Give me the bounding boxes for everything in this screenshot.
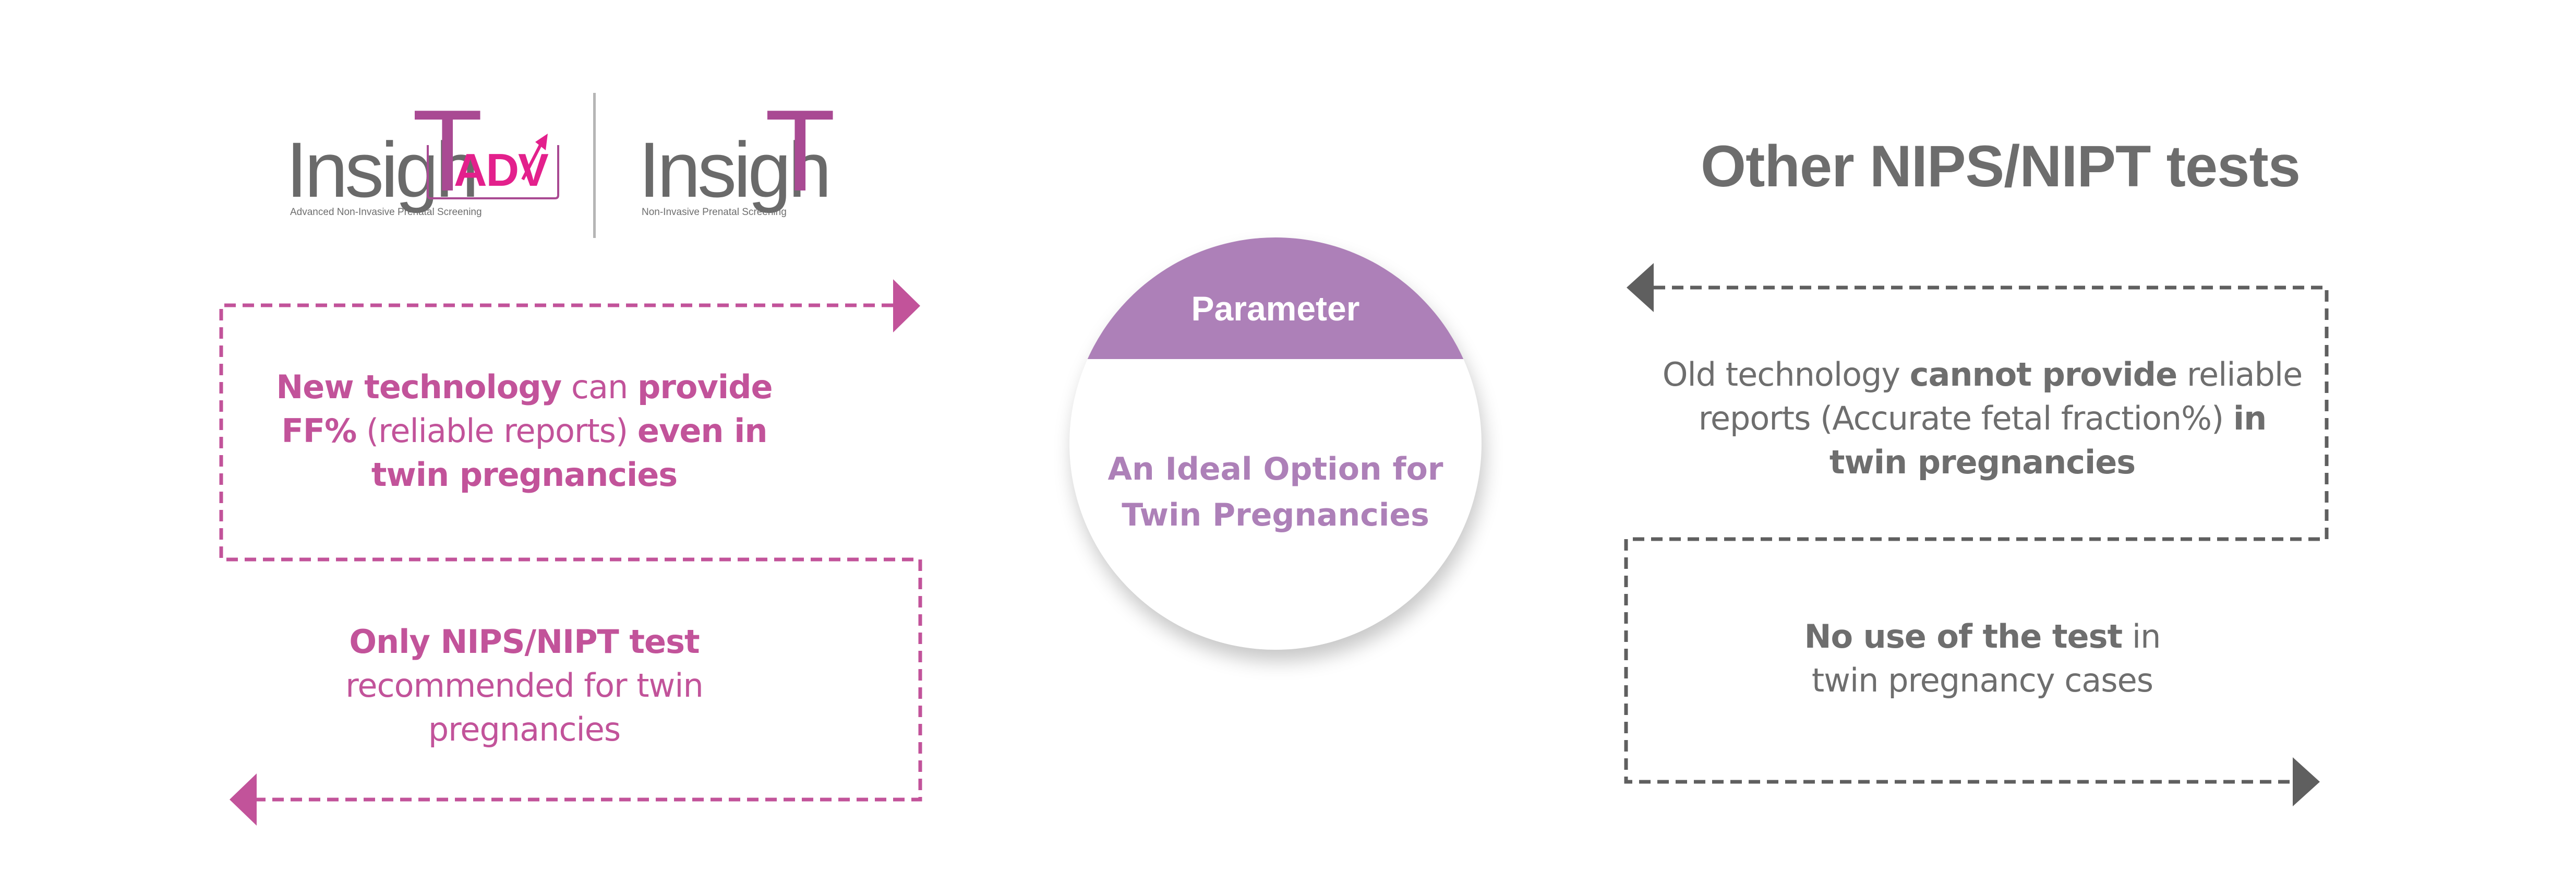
right-box1-line3: twin pregnancies xyxy=(1829,443,2136,481)
left-box2-line2: recommended for twin xyxy=(345,666,704,705)
adv-badge-label: ADV xyxy=(454,144,549,196)
insight-adv-tagline: Advanced Non-Invasive Prenatal Screening xyxy=(290,207,482,218)
parameter-label: Parameter xyxy=(1191,289,1360,328)
right-box1-line1: Old technology cannot provide reliable xyxy=(1662,355,2303,394)
right-box2-text: No use of the test in twin pregnancy cas… xyxy=(1643,615,2321,702)
insight-logo-t: T xyxy=(765,86,836,216)
left-connector xyxy=(219,303,922,802)
right-arrow-right-icon xyxy=(2293,757,2320,806)
adv-badge-frame xyxy=(427,134,559,199)
insight-logo-word: Insigh xyxy=(639,126,832,213)
left-box1-line3: twin pregnancies xyxy=(371,456,678,494)
right-connector xyxy=(1624,285,2329,784)
parameter-description: An Ideal Option for Twin Pregnancies xyxy=(1069,446,1482,538)
left-arrow-left-icon xyxy=(230,773,257,826)
other-tests-heading: Other NIPS/NIPT tests xyxy=(1701,134,2301,199)
parameter-description-line2: Twin Pregnancies xyxy=(1122,497,1429,533)
right-box2-line2: twin pregnancy cases xyxy=(1811,661,2153,699)
logo-divider xyxy=(593,93,596,238)
right-box2-line1: No use of the test in xyxy=(1804,617,2161,656)
insight-adv-logo-word: Insigh xyxy=(286,126,479,213)
right-box1-line2: reports (Accurate fetal fraction%) in xyxy=(1698,399,2267,437)
parameter-circle: Parameter An Ideal Option for Twin Pregn… xyxy=(1069,237,1482,650)
parameter-cap xyxy=(1069,237,1482,359)
left-box1-line1: New technology can provide xyxy=(276,368,773,406)
left-box1-line2: FF% (reliable reports) even in xyxy=(281,412,767,450)
right-arrow-left-icon xyxy=(1627,263,1654,312)
insight-tagline: Non-Invasive Prenatal Screening xyxy=(642,207,787,218)
left-box2-text: Only NIPS/NIPT test recommended for twin… xyxy=(219,620,829,752)
parameter-description-line1: An Ideal Option for xyxy=(1108,451,1443,487)
right-box1-text: Old technology cannot provide reliable r… xyxy=(1643,353,2321,484)
left-box2-line3: pregnancies xyxy=(428,710,621,748)
left-box2-line1: Only NIPS/NIPT test xyxy=(349,623,700,661)
left-box1-text: New technology can provide FF% (reliable… xyxy=(219,365,829,497)
insight-adv-logo-t: T xyxy=(412,86,483,216)
left-arrow-right-icon xyxy=(893,279,920,332)
